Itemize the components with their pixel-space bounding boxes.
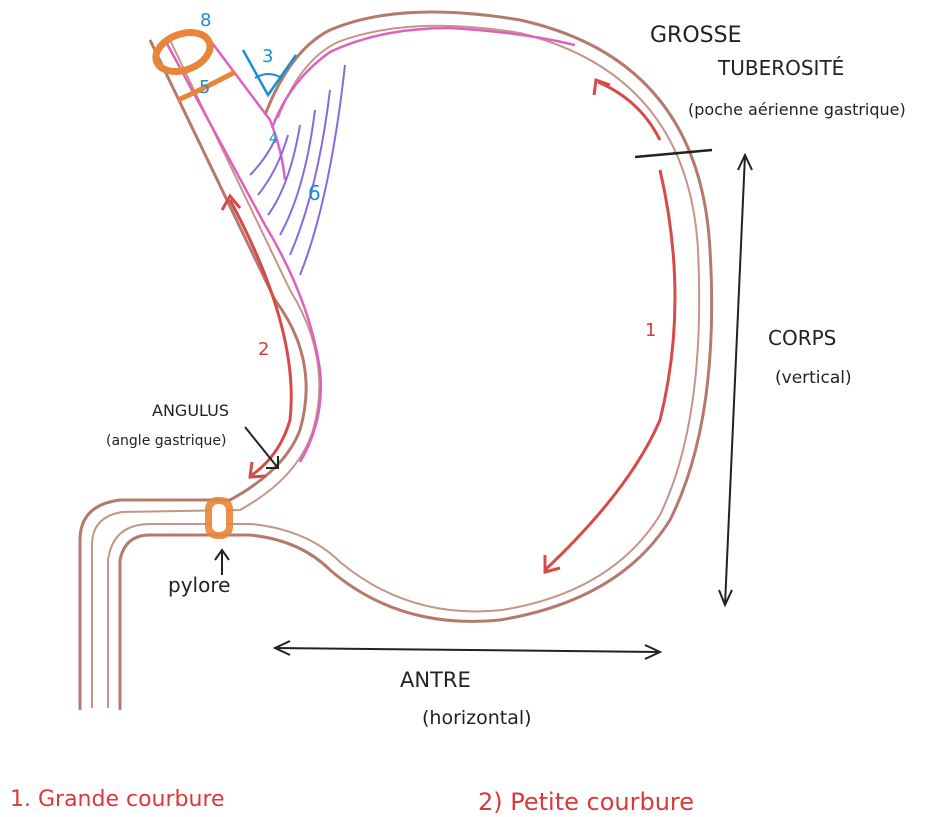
label-angle-gastrique: (angle gastrique) — [106, 433, 226, 449]
label-arrow-2: 2 — [258, 339, 269, 360]
label-angulus: ANGULUS — [152, 401, 229, 420]
number-4: 4 — [269, 131, 278, 147]
pylore-pointer — [215, 550, 229, 575]
label-vertical: (vertical) — [775, 368, 852, 388]
fundus-boundary — [635, 150, 712, 157]
angulus-pointer — [245, 427, 278, 468]
number-3: 3 — [262, 46, 273, 67]
label-pylore: pylore — [168, 573, 230, 597]
label-antre: ANTRE — [400, 668, 471, 692]
number-5: 5 — [199, 77, 210, 98]
label-grosse: GROSSE — [650, 23, 741, 48]
legend-item-2: 2) Petite courbure — [478, 788, 694, 816]
label-arrow-1: 1 — [645, 320, 656, 341]
cardia-sphincter — [151, 26, 216, 79]
stomach-outer-wall — [80, 12, 712, 710]
label-poche: (poche aérienne gastrique) — [688, 100, 906, 119]
mucosa-lesser-curvature — [165, 40, 321, 462]
label-corps: CORPS — [768, 326, 836, 350]
legend-item-1: 1. Grande courbure — [10, 787, 225, 812]
mucosa-cardia — [210, 40, 285, 180]
mucosa-fundus — [272, 28, 575, 128]
number-6: 6 — [308, 181, 321, 205]
lesser-curvature-arrow — [230, 200, 291, 475]
label-horizontal: (horizontal) — [422, 707, 532, 729]
oblique-fibres — [250, 65, 345, 275]
antre-extent-arrow — [275, 641, 660, 659]
greater-curvature-arrow — [545, 170, 675, 570]
stomach-inner-wall — [92, 26, 699, 708]
corps-extent-arrow — [719, 155, 752, 605]
label-tuberosite: TUBEROSITÉ — [717, 56, 844, 80]
number-8: 8 — [200, 10, 211, 31]
